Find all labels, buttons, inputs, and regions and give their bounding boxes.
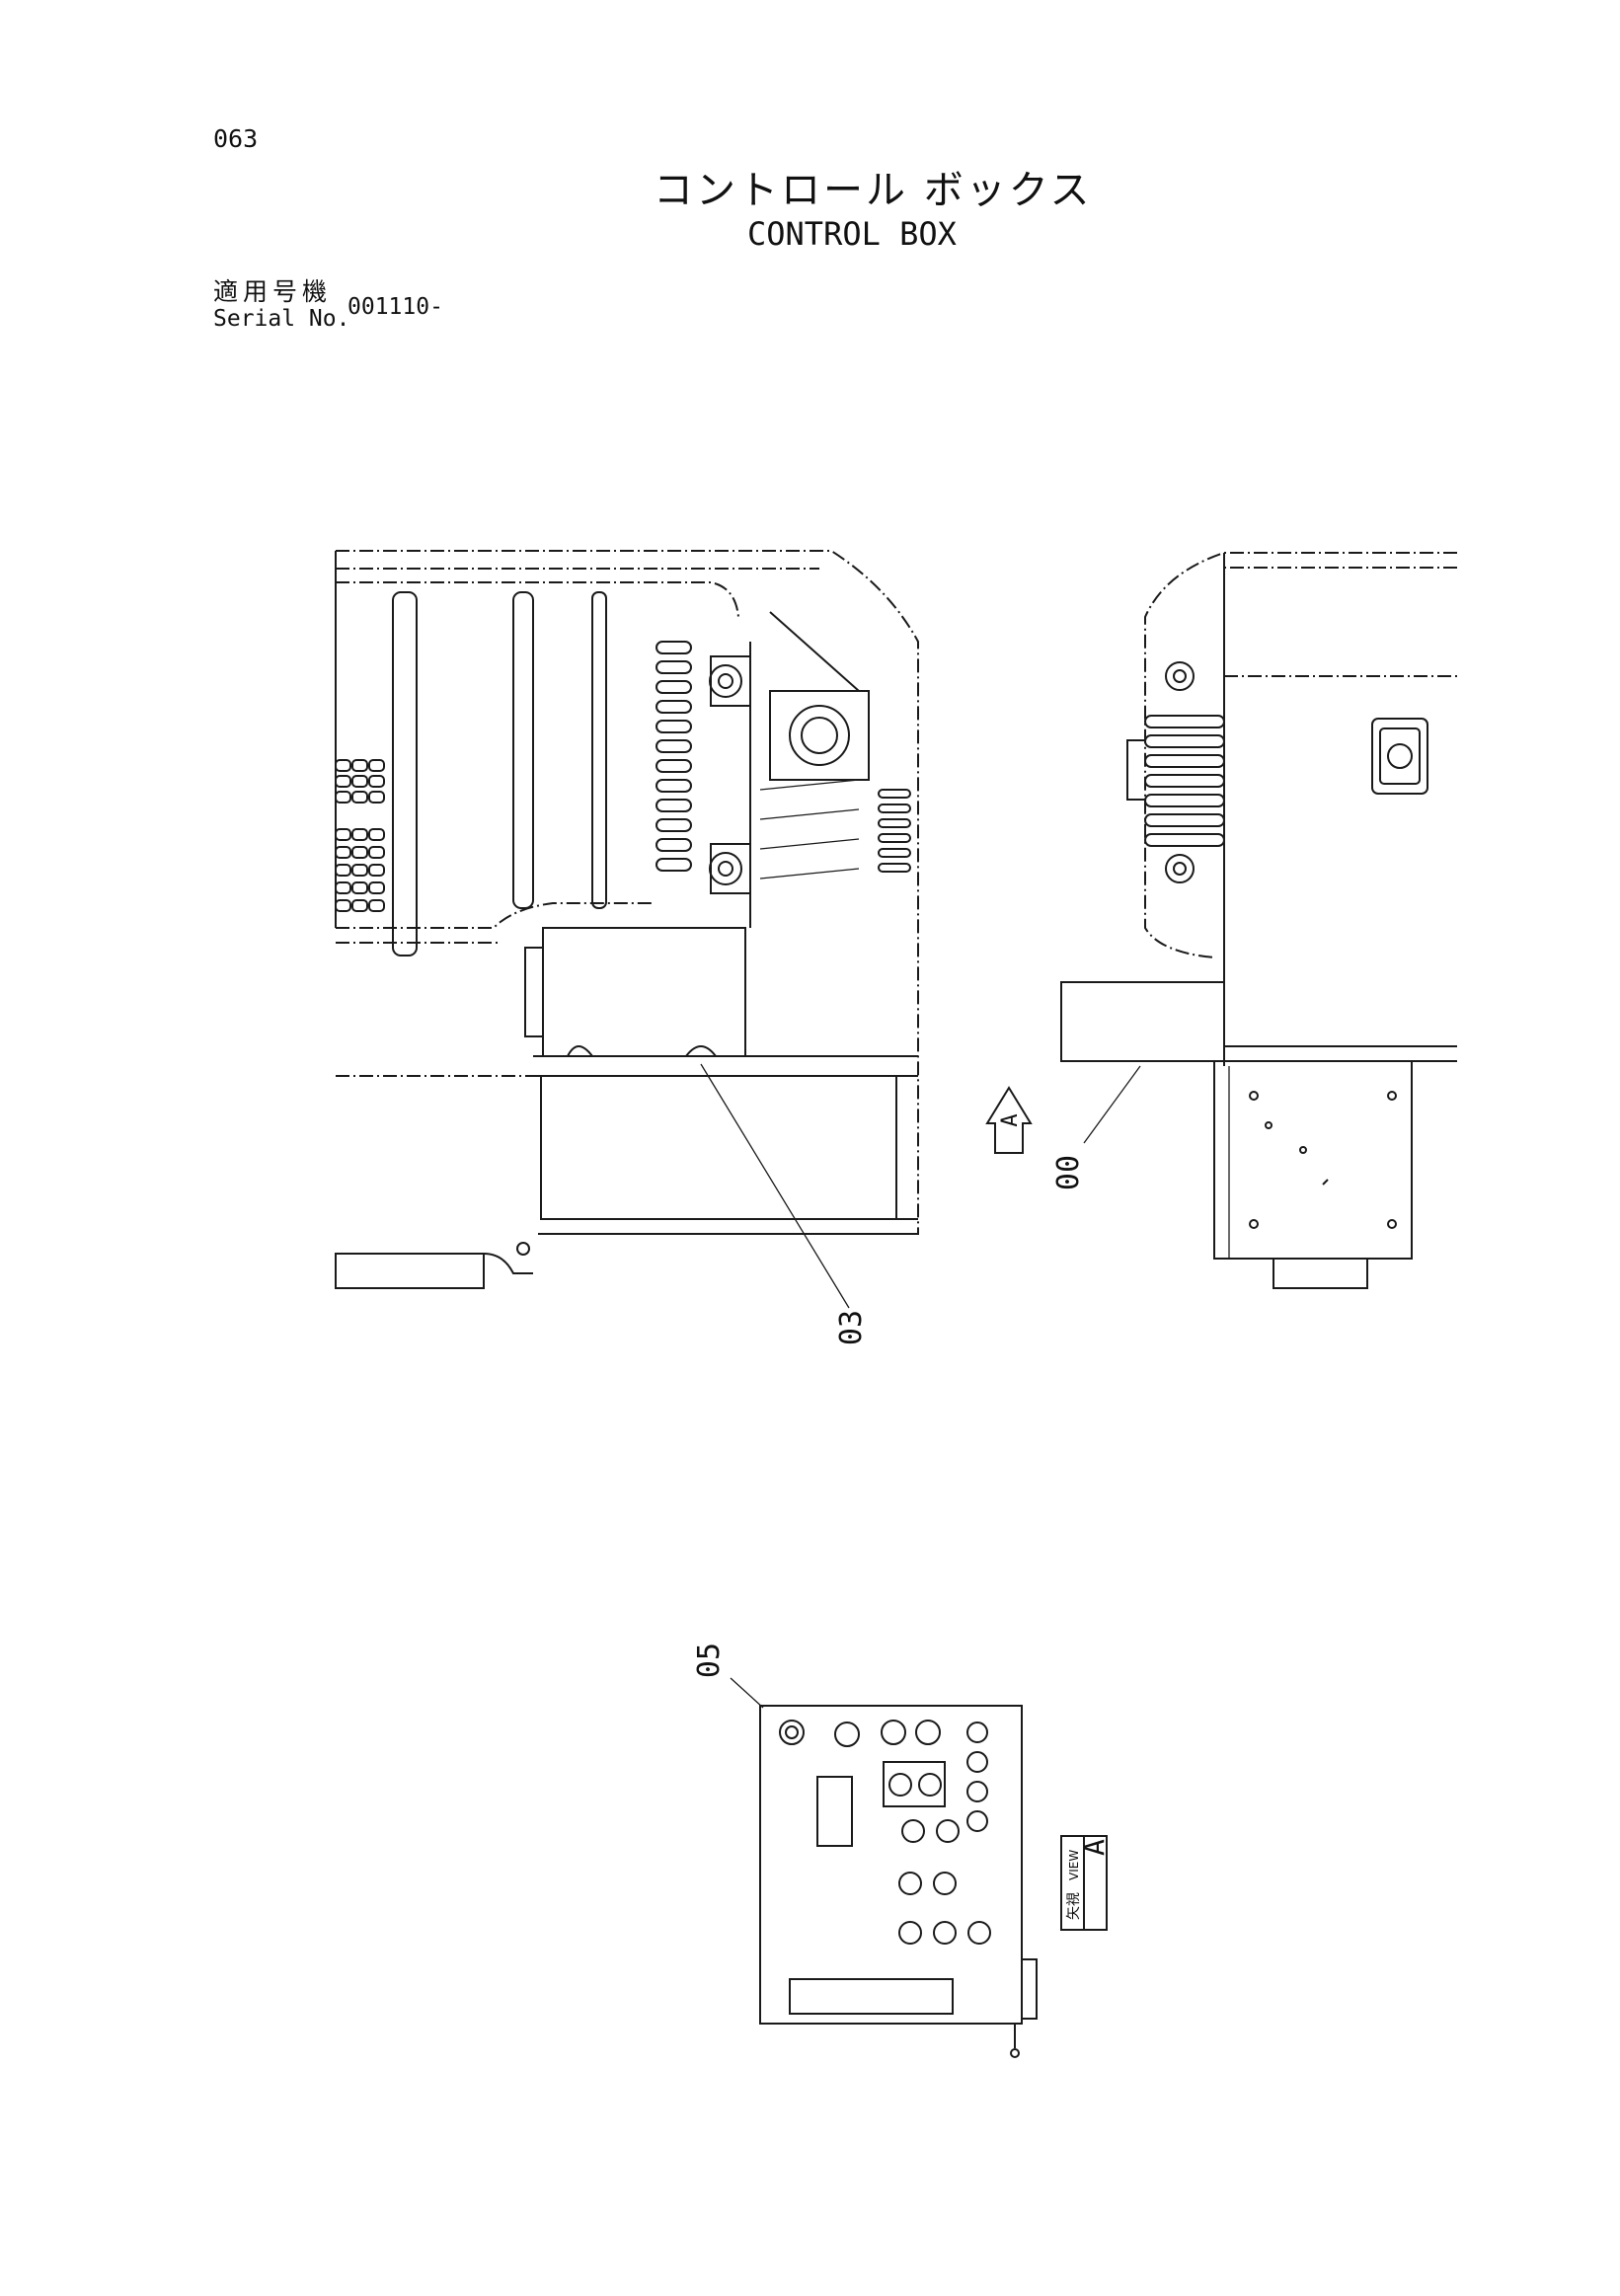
louver-column (656, 641, 692, 872)
view-a-panel (730, 1677, 1038, 2058)
view-label-jp: 矢視 (1066, 1892, 1082, 1920)
serial-label-en: Serial No. (213, 306, 350, 332)
front-louver (1144, 715, 1225, 847)
view-label-letter: A (1078, 1839, 1111, 1856)
lower-cabinet (1213, 1060, 1413, 1260)
serial-number-value: 001110- (347, 294, 443, 320)
control-panel-face (759, 1705, 1023, 2025)
page-title-jp: コントロール ボックス (654, 168, 1093, 213)
left-side-view (335, 550, 919, 1309)
view-label-en: VIEW (1067, 1850, 1081, 1880)
louver-grid (335, 759, 385, 912)
page-number: 063 (213, 124, 259, 153)
serial-label-jp: 適用号機 (213, 277, 333, 306)
control-box-side (542, 927, 746, 1057)
callout-00: 00 (1051, 1155, 1086, 1190)
page-title-en: CONTROL BOX (747, 215, 957, 253)
arrow-a-letter: A (998, 1113, 1023, 1126)
callout-03: 03 (834, 1310, 869, 1345)
view-a-label-box (1060, 1835, 1108, 1931)
right-front-view (1060, 552, 1457, 1289)
callout-05: 05 (692, 1643, 727, 1678)
control-box-front (1060, 981, 1225, 1062)
view-arrow-a (985, 1086, 1033, 1154)
